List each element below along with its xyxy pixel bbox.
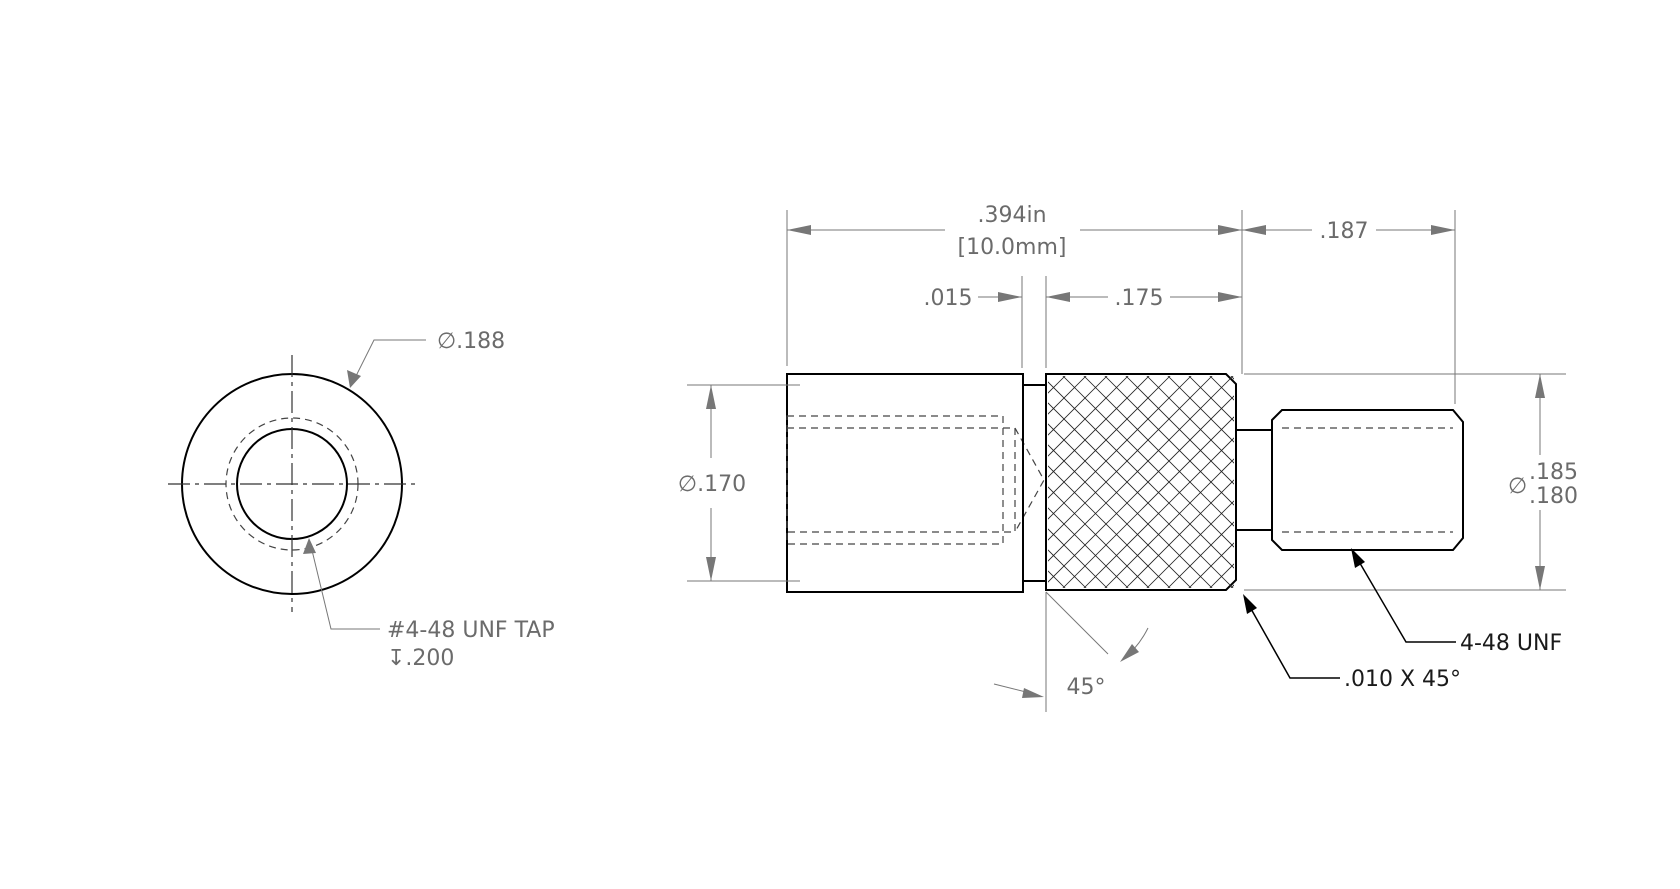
end-view: ∅.188 #4-48 UNF TAP ↧.200 — [168, 329, 555, 671]
knurl-line — [1146, 376, 1234, 464]
knurl-outline — [1045, 373, 1237, 591]
tapped-hole-major — [786, 415, 1004, 545]
overall-length-text: .394in — [977, 203, 1046, 228]
knurl-line — [830, 374, 1046, 590]
thread-relief — [1235, 429, 1273, 531]
drill-point — [1014, 427, 1045, 533]
overall-length-metric-text: [10.0mm] — [957, 235, 1066, 260]
knurl-line — [1313, 374, 1529, 590]
tap-depth-text: ↧.200 — [387, 646, 454, 671]
knurl-line — [1048, 376, 1108, 436]
body-diameter-dimension: ∅.170 — [678, 384, 800, 582]
knurl-pattern — [830, 374, 1613, 590]
knurl-line — [1048, 549, 1087, 588]
knurl-line — [1397, 374, 1613, 590]
knurl-line — [1048, 486, 1150, 588]
knurl-diameter-min-text: .180 — [1529, 484, 1578, 509]
knurl-line — [1230, 376, 1234, 380]
angle-text: 45° — [1067, 675, 1106, 700]
knurl-line — [1048, 376, 1087, 415]
body-outline — [786, 373, 1024, 593]
knurl-line — [1062, 416, 1234, 588]
knurl-line — [1048, 570, 1066, 588]
chamfer-callout-text: .010 X 45° — [1344, 667, 1461, 692]
knurl-line — [1188, 542, 1234, 588]
knurl-line — [1048, 376, 1213, 541]
groove-width-dimension: .015 — [924, 286, 1022, 311]
thread-callout-text: 4-48 UNF — [1460, 631, 1562, 656]
tap-callout-text: #4-48 UNF TAP — [387, 618, 555, 643]
knurl-line — [1292, 374, 1508, 590]
knurl-line — [1167, 376, 1234, 443]
overall-length-dimension: .394in [10.0mm] — [787, 203, 1242, 260]
knurl-line — [1292, 374, 1508, 590]
side-view — [786, 373, 1613, 593]
groove-width-text: .015 — [924, 286, 973, 311]
knurl-length-text: .175 — [1115, 286, 1164, 311]
knurl-line — [1230, 584, 1234, 588]
knurl-diameter-dimension: ∅ .185 .180 — [1244, 373, 1578, 591]
knurl-line — [1271, 374, 1487, 590]
knurl-line — [1048, 395, 1234, 583]
outer-diameter-callout: ∅.188 — [347, 329, 505, 388]
angle-dimension: 45° — [993, 591, 1149, 700]
knurl-line — [1048, 376, 1192, 520]
outer-diameter-text: ∅.188 — [437, 329, 505, 354]
knurl-line — [1125, 479, 1234, 588]
knurl-line — [1048, 376, 1066, 394]
tap-callout: #4-48 UNF TAP ↧.200 — [303, 538, 555, 671]
chamfer-callout: .010 X 45° — [1243, 594, 1461, 692]
knurl-line — [1048, 376, 1234, 562]
knurl-line — [1048, 528, 1108, 588]
knurl-line — [1083, 437, 1234, 588]
dimensions: .394in [10.0mm] .187 .015 .175 — [678, 203, 1578, 712]
knurl-line — [1048, 376, 1150, 478]
thread-callout: 4-48 UNF — [1351, 548, 1562, 656]
knurl-line — [1209, 563, 1234, 588]
knurl-line — [1048, 376, 1129, 457]
knurl-line — [830, 374, 1046, 590]
knurl-diameter-symbol: ∅ — [1508, 474, 1527, 499]
knurl-line — [1271, 374, 1487, 590]
thread-length-text: .187 — [1320, 219, 1369, 244]
knurl-line — [1188, 376, 1234, 422]
thread-stud-outline — [1271, 409, 1464, 551]
knurl-line — [1048, 376, 1171, 499]
knurl-line — [1313, 374, 1529, 590]
knurl-diameter-max-text: .185 — [1529, 460, 1578, 485]
knurl-line — [1209, 376, 1234, 401]
knurl-line — [1104, 458, 1234, 588]
knurl-line — [1048, 507, 1129, 588]
knurl-length-dimension: .175 — [1046, 286, 1242, 311]
tapped-hole-minor — [786, 427, 1016, 533]
body-diameter-text: ∅.170 — [678, 472, 746, 497]
knurl-line — [1146, 500, 1234, 588]
knurl-line — [1397, 374, 1613, 590]
knurl-line — [1167, 521, 1234, 588]
thread-length-dimension: .187 — [1242, 219, 1455, 244]
